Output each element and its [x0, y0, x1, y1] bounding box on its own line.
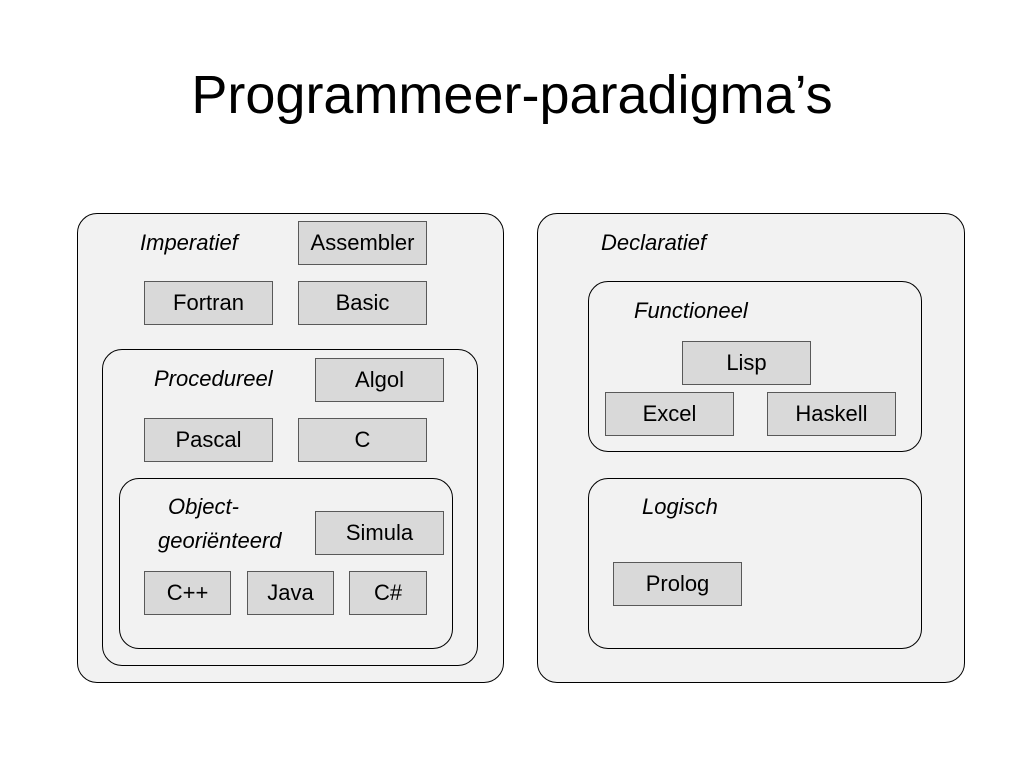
object-oriented-label-line2: georiënteerd	[158, 528, 282, 553]
logical-label: Logisch	[642, 494, 718, 519]
object-oriented-label-line1: Object-	[168, 494, 239, 519]
language-box-fortran: Fortran	[144, 281, 273, 325]
language-box-c: C	[298, 418, 427, 462]
procedural-label: Procedureel	[154, 366, 273, 391]
language-box-excel: Excel	[605, 392, 734, 436]
language-box-pascal: Pascal	[144, 418, 273, 462]
imperative-label: Imperatief	[140, 230, 238, 255]
slide-title: Programmeer-paradigma’s	[191, 65, 833, 125]
language-box-prolog: Prolog	[613, 562, 742, 606]
object-oriented-group	[119, 478, 453, 649]
language-box-assembler: Assembler	[298, 221, 427, 265]
language-box-algol: Algol	[315, 358, 444, 402]
language-box-basic: Basic	[298, 281, 427, 325]
language-box-java: Java	[247, 571, 334, 615]
language-box-csharp: C#	[349, 571, 427, 615]
functional-label: Functioneel	[634, 298, 748, 323]
language-box-cpp: C++	[144, 571, 231, 615]
language-box-lisp: Lisp	[682, 341, 811, 385]
language-box-simula: Simula	[315, 511, 444, 555]
language-box-haskell: Haskell	[767, 392, 896, 436]
declarative-label: Declaratief	[601, 230, 707, 255]
